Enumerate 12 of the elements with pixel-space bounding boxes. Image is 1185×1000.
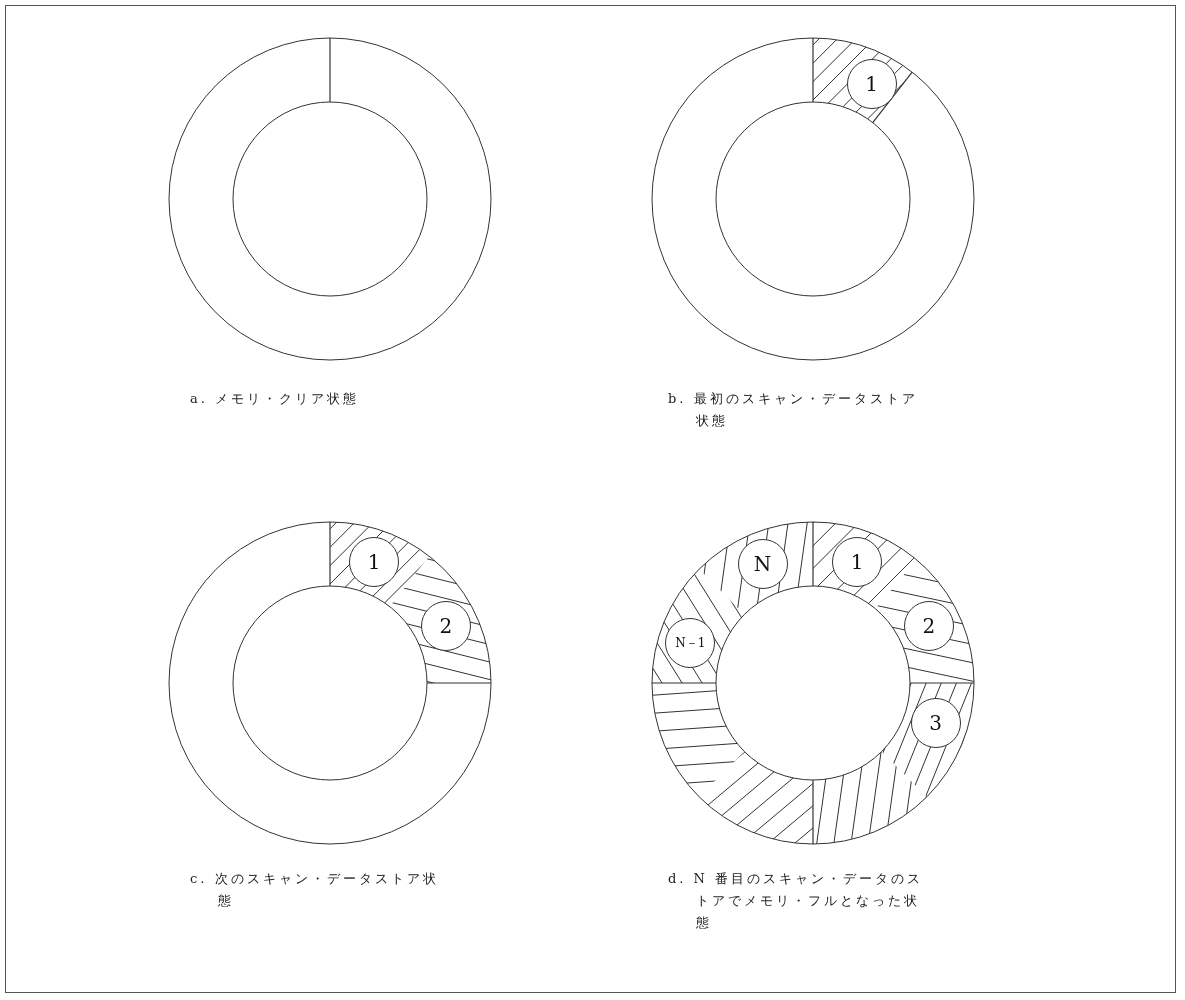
caption: b. 最初のスキャン・データストア状態	[668, 390, 919, 430]
caption: a. メモリ・クリア状態	[190, 390, 360, 408]
caption: c. 次のスキャン・データストア状態	[190, 870, 440, 910]
numbered-circle: N	[737, 539, 788, 590]
numbered-circle: 1	[349, 536, 400, 587]
numbered-circle: 1	[846, 59, 897, 110]
numbered-circle: 2	[903, 601, 954, 652]
numbered-circle: 1	[832, 536, 883, 587]
caption: d. N 番目のスキャン・データのストアでメモリ・フルとなった状態	[668, 870, 925, 932]
numbered-circle: N－1	[665, 618, 716, 669]
numbered-circle: 3	[910, 697, 961, 748]
numbered-circle: 2	[420, 601, 471, 652]
